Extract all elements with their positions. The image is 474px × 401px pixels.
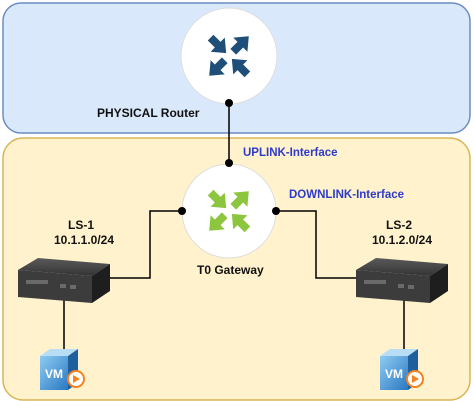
ls1-link xyxy=(110,210,182,279)
ls1-subnet-label: 10.1.1.0/24 xyxy=(53,233,115,247)
downlink-right-dot xyxy=(272,207,280,215)
uplink-port-dot xyxy=(225,159,233,167)
physical-router-label: PHYSICAL Router xyxy=(97,106,200,120)
ls1-name-label: LS-1 xyxy=(67,218,94,232)
t0-gateway-icon xyxy=(181,163,277,259)
vm-left-icon: VM xyxy=(40,349,85,390)
ls2-switch-icon xyxy=(356,258,448,303)
vm-right-label: VM xyxy=(385,367,403,381)
downlink-interface-label: DOWNLINK-Interface xyxy=(289,189,405,201)
ls2-subnet-label: 10.1.2.0/24 xyxy=(371,233,433,247)
uplink-interface-label: UPLINK-Interface xyxy=(243,147,338,159)
links xyxy=(63,103,405,350)
vm-left-label: VM xyxy=(45,367,63,381)
ls2-link xyxy=(276,210,356,279)
downlink-left-dot xyxy=(178,207,186,215)
ls2-name-label: LS-2 xyxy=(385,218,412,232)
physical-router-icon xyxy=(180,7,278,105)
router-port-dot xyxy=(225,99,233,107)
ls1-switch-icon xyxy=(18,258,110,303)
logical-zone xyxy=(2,137,471,401)
vm-right-icon: VM xyxy=(380,349,424,390)
t0-gateway-label: T0 Gateway xyxy=(197,263,264,277)
